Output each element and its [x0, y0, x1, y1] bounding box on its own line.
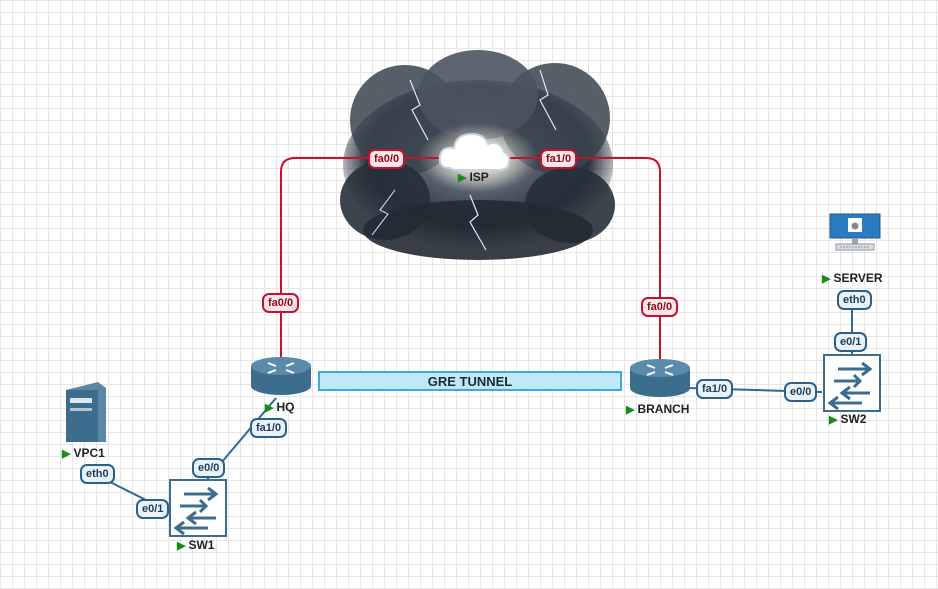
port-branch-fa0-0[interactable]: fa0/0 — [641, 297, 679, 317]
port-sw2-e0-0[interactable]: e0/0 — [784, 382, 818, 402]
node-name: ISP — [469, 170, 489, 184]
link-isp-branch[interactable] — [508, 157, 661, 366]
port-hq-fa1-0[interactable]: fa1/0 — [250, 418, 288, 438]
port-vpc1-eth0[interactable]: eth0 — [80, 464, 115, 484]
node-label-sw1[interactable]: ▶SW1 — [177, 538, 214, 552]
port-hq-fa0-0[interactable]: fa0/0 — [262, 293, 300, 313]
node-label-vpc1[interactable]: ▶VPC1 — [62, 446, 105, 460]
port-branch-fa1-0[interactable]: fa1/0 — [696, 379, 734, 399]
port-sw2-e0-1[interactable]: e0/1 — [834, 332, 868, 352]
port-sw1-e0-0[interactable]: e0/0 — [192, 458, 226, 478]
running-icon: ▶ — [265, 402, 274, 414]
running-icon: ▶ — [626, 404, 635, 416]
node-name: VPC1 — [73, 446, 105, 460]
monitor-icon[interactable] — [829, 213, 881, 251]
running-icon: ▶ — [458, 172, 467, 184]
node-name: BRANCH — [637, 402, 690, 416]
link-hq-isp[interactable] — [280, 157, 448, 366]
port-isp-fa1-0[interactable]: fa1/0 — [540, 149, 578, 169]
port-sw1-e0-1[interactable]: e0/1 — [136, 499, 170, 519]
node-name: SW1 — [188, 538, 215, 552]
node-name: SW2 — [840, 412, 867, 426]
node-name: HQ — [276, 400, 295, 414]
running-icon: ▶ — [177, 540, 186, 552]
cloud-icon[interactable] — [438, 132, 511, 171]
node-label-server[interactable]: ▶SERVER — [822, 271, 883, 285]
running-icon: ▶ — [829, 414, 838, 426]
router-icon[interactable] — [251, 357, 311, 395]
running-icon: ▶ — [822, 273, 831, 285]
switch-icon[interactable] — [169, 479, 227, 537]
node-name: SERVER — [833, 271, 883, 285]
router-icon[interactable] — [630, 359, 690, 397]
gre-tunnel[interactable]: GRE TUNNEL — [318, 371, 622, 391]
port-isp-fa0-0[interactable]: fa0/0 — [368, 149, 406, 169]
pc-tower-icon[interactable] — [66, 382, 106, 442]
running-icon: ▶ — [62, 448, 71, 460]
node-label-branch[interactable]: ▶BRANCH — [626, 402, 689, 416]
storm-cloud-image — [340, 50, 615, 260]
port-server-eth0[interactable]: eth0 — [837, 290, 872, 310]
node-label-sw2[interactable]: ▶SW2 — [829, 412, 866, 426]
switch-icon[interactable] — [823, 354, 881, 412]
node-label-isp[interactable]: ▶ISP — [458, 170, 489, 184]
node-label-hq[interactable]: ▶HQ — [265, 400, 294, 414]
